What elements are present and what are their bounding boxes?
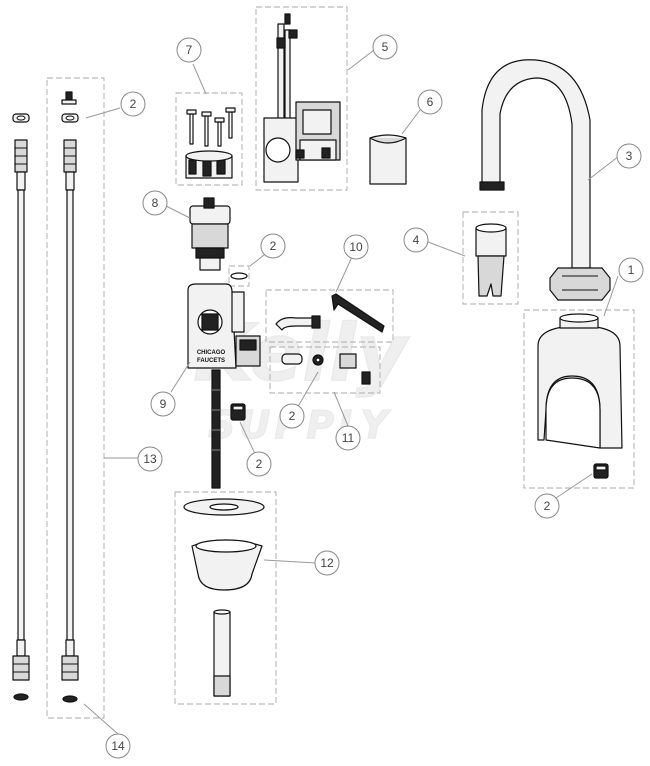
supply-hose-left: [12, 113, 30, 701]
leader-2c: [239, 421, 257, 457]
callout-5: 5: [372, 34, 398, 60]
group-box-mounting: [174, 491, 277, 705]
valve-cartridge: [189, 197, 231, 271]
supply-hose-right: [61, 91, 79, 703]
small-fitting-cover: [593, 463, 609, 479]
washer-top: [230, 272, 248, 280]
small-fitting-body: [230, 403, 246, 421]
callout-5-number: 5: [382, 40, 389, 54]
sensor-module: [263, 13, 341, 183]
callout-7-number: 7: [186, 43, 193, 57]
callout-6: 6: [417, 89, 443, 115]
hex-key-tools: [275, 293, 385, 333]
fitting-set: [281, 353, 371, 385]
screw-set: [185, 107, 236, 179]
callout-9-number: 9: [160, 397, 167, 411]
leader-3: [587, 155, 620, 181]
callout-14: 14: [105, 733, 131, 759]
leader-2d: [295, 371, 319, 411]
callout-13-number: 13: [143, 452, 157, 466]
group-box-washer: [228, 265, 250, 287]
callout-2a-number: 2: [130, 97, 137, 111]
group-box-sensor: [255, 6, 348, 191]
leader-5: [347, 49, 375, 71]
callout-2c-number: 2: [256, 457, 263, 471]
callout-1: 1: [618, 257, 644, 283]
aerator: [475, 223, 507, 297]
leader-7: [192, 63, 207, 95]
callout-3: 3: [616, 143, 642, 169]
group-box-screws: [175, 92, 243, 186]
callout-14-number: 14: [111, 739, 125, 753]
body-brand-line1: CHICAGO: [197, 350, 226, 356]
callout-2e-number: 2: [544, 499, 551, 513]
cover-housing: [537, 313, 623, 449]
callout-12-number: 12: [320, 556, 334, 570]
callout-2e: 2: [534, 493, 560, 519]
callout-12: 12: [314, 550, 340, 576]
callout-3-number: 3: [626, 149, 633, 163]
spout: [479, 59, 611, 301]
callout-13: 13: [137, 446, 163, 472]
side-cap: [369, 134, 407, 185]
callout-8: 8: [142, 190, 168, 216]
leader-2e: [555, 473, 593, 499]
group-box-fittings: [269, 346, 381, 394]
callout-9: 9: [150, 391, 176, 417]
callout-2b-number: 2: [270, 239, 277, 253]
leader-6: [401, 109, 421, 135]
body-brand-line2: FAUCETS: [197, 358, 225, 364]
callout-11-number: 11: [342, 431, 355, 445]
callout-4: 4: [403, 227, 429, 253]
group-box-supply-hoses: [46, 77, 105, 719]
callout-1-number: 1: [628, 263, 635, 277]
mounting-kit: [183, 498, 265, 697]
leader-12: [263, 559, 317, 564]
group-box-aerator: [462, 211, 519, 305]
leader-2a: [85, 107, 121, 119]
callout-2d: 2: [279, 403, 305, 429]
callout-6-number: 6: [427, 95, 434, 109]
leader-11: [333, 391, 349, 427]
callout-2d-number: 2: [289, 409, 296, 423]
leader-9: [170, 361, 191, 393]
leader-1: [603, 275, 619, 317]
callout-2b: 2: [260, 233, 286, 259]
leader-8: [165, 205, 191, 219]
leader-14: [83, 703, 119, 735]
callout-7: 7: [176, 37, 202, 63]
valve-body: CHICAGO FAUCETS: [187, 283, 261, 489]
group-box-cover: [523, 309, 635, 489]
callout-11: 11: [335, 425, 361, 451]
leader-4: [427, 241, 466, 257]
callout-10: 10: [343, 234, 369, 260]
callout-8-number: 8: [152, 196, 159, 210]
callout-2a: 2: [120, 91, 146, 117]
callout-4-number: 4: [413, 233, 420, 247]
callout-2c: 2: [246, 451, 272, 477]
callout-10-number: 10: [349, 240, 363, 254]
group-box-tools: [265, 289, 394, 343]
